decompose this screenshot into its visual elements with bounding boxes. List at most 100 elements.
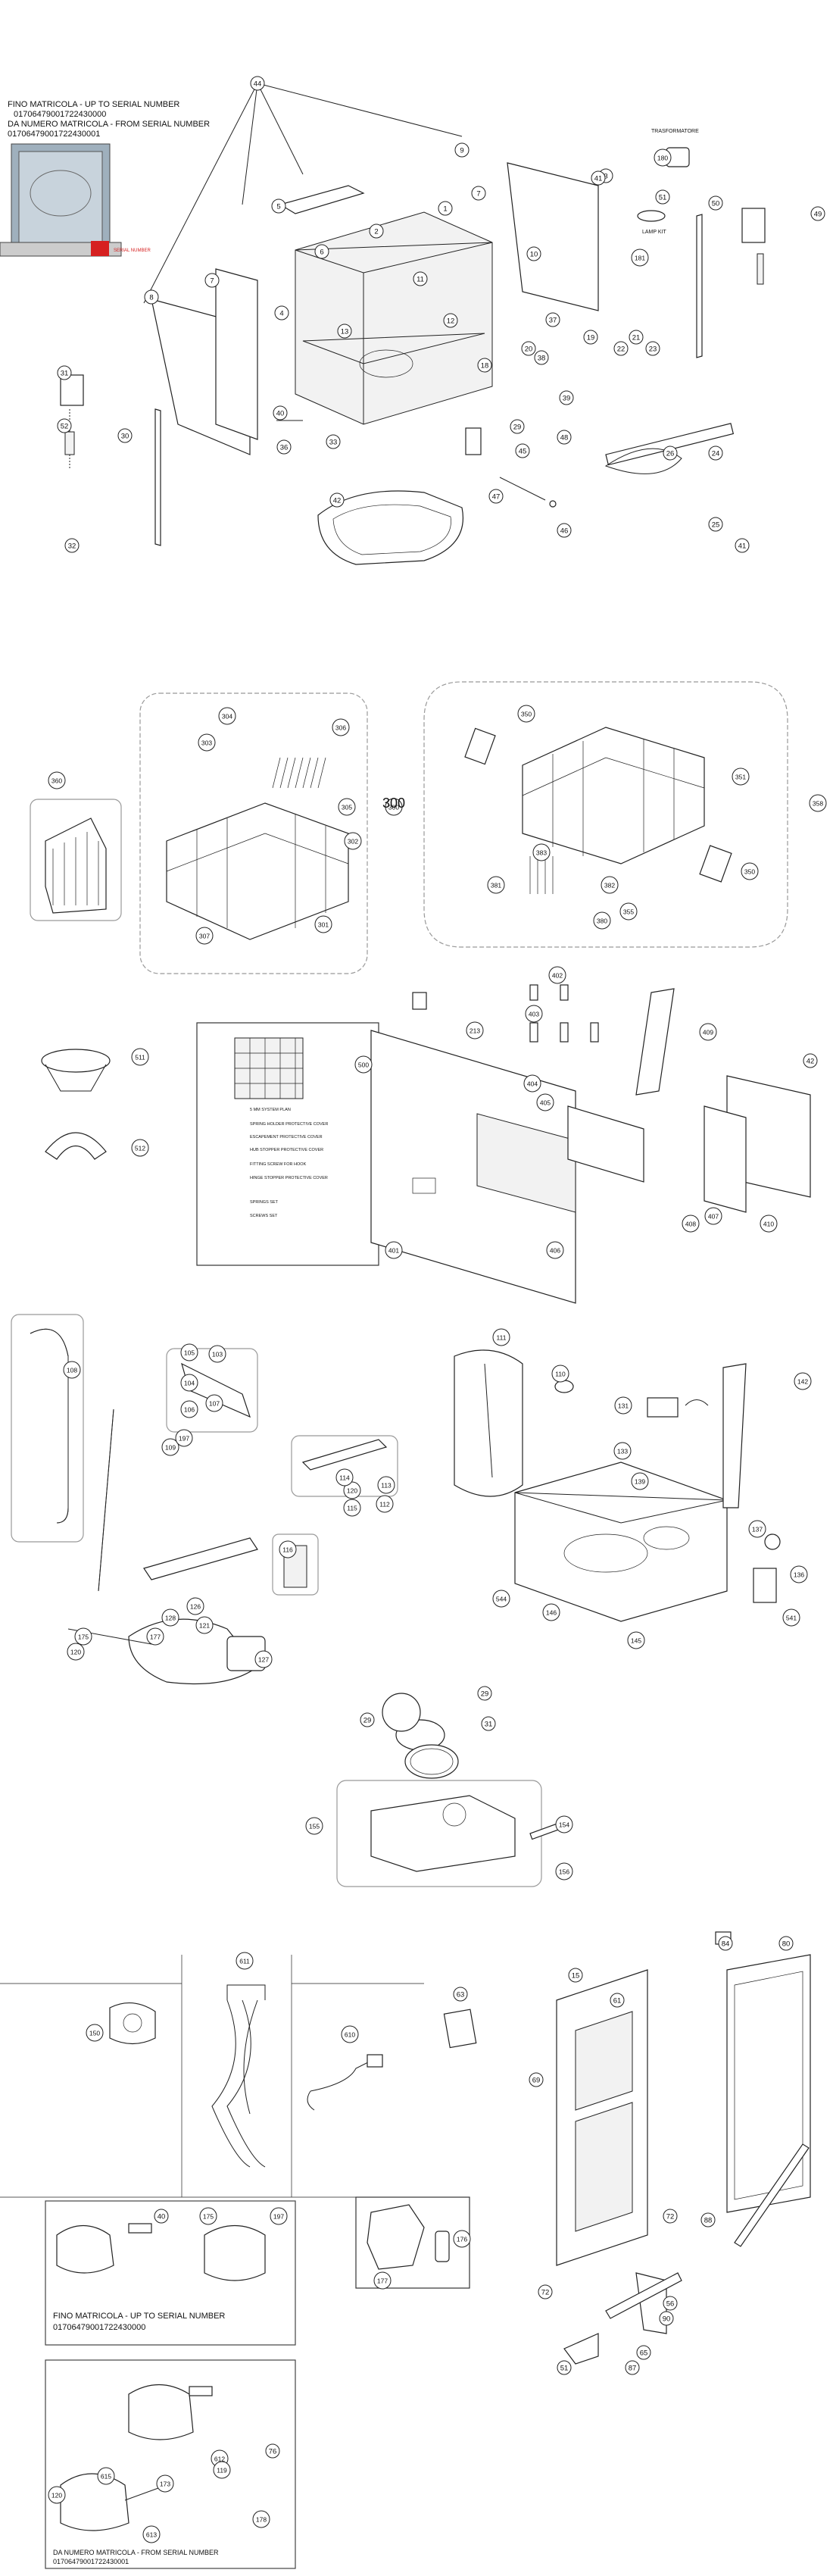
- callout-circle: [377, 1476, 395, 1494]
- callout-number: 25: [712, 521, 720, 530]
- callout-circle: [161, 1438, 179, 1456]
- sump-new: [128, 2384, 194, 2440]
- float-24: [604, 448, 682, 474]
- callout-circle: [655, 189, 670, 205]
- callout-circle: [305, 1817, 323, 1835]
- callout-number: 351: [735, 774, 746, 781]
- callout-circle: [454, 142, 470, 158]
- callout-circle: [654, 148, 672, 167]
- callout-circle: [748, 1520, 766, 1538]
- callout-number: 110: [555, 1371, 566, 1378]
- callout-number: 120: [347, 1487, 357, 1495]
- callout-number: 31: [61, 370, 69, 378]
- callout-number: 88: [704, 2217, 713, 2225]
- callout-circle: [413, 271, 428, 286]
- callout-number: 13: [341, 328, 349, 336]
- section-cabinet: SERIAL NUMBER TRASFORMATORE LAMP: [0, 83, 766, 565]
- callout-circle: [344, 832, 362, 850]
- callout-circle: [198, 733, 216, 752]
- callout-number: 301: [318, 921, 329, 929]
- callout-number: 611: [239, 1958, 250, 1965]
- callout-number: 38: [538, 355, 546, 363]
- callout-number: 511: [135, 1054, 145, 1061]
- callout-circle: [86, 2024, 104, 2042]
- callout-number: 120: [70, 1649, 81, 1656]
- section-control-panel: [41, 984, 811, 1304]
- callout-circle: [343, 1481, 361, 1499]
- callout-number: 23: [649, 345, 657, 354]
- callout-number: 65: [640, 2349, 648, 2358]
- callout-number: 541: [786, 1615, 797, 1622]
- trim-88: [734, 2143, 810, 2247]
- callout-number: 12: [447, 317, 455, 326]
- callout-number: 120: [51, 2492, 62, 2499]
- callout-number: 69: [532, 2077, 541, 2085]
- callout-number: 103: [212, 1351, 223, 1358]
- callout-circle: [180, 1400, 198, 1418]
- callout-circle: [545, 312, 560, 327]
- callout-circle: [645, 341, 660, 356]
- callout-number: 300: [388, 804, 399, 811]
- serial-note-upto-number: 01706479001722430000: [14, 110, 107, 119]
- transformer-label: TRASFORMATORE: [651, 129, 699, 134]
- callout-circle: [97, 2467, 115, 2485]
- upper-basket: [522, 727, 705, 864]
- clip-350b: [699, 845, 732, 883]
- callout-circle: [360, 1712, 375, 1727]
- section-hydraulics: [11, 1314, 781, 1887]
- callout-circle: [610, 1993, 625, 2008]
- callout-number: 405: [540, 1099, 551, 1107]
- callout-number: 10: [530, 251, 538, 259]
- callout-number: 31: [485, 1721, 493, 1729]
- seal-strip-49: [696, 214, 703, 358]
- callout-number: 6: [320, 249, 323, 257]
- callout-circle: [708, 195, 723, 211]
- callout-circle: [373, 2271, 392, 2290]
- callout-circle: [523, 1074, 541, 1093]
- tub-frame: [295, 211, 493, 425]
- callout-number: 613: [146, 2531, 157, 2539]
- callout-number: 512: [135, 1145, 145, 1152]
- callout-number: 44: [254, 80, 262, 89]
- callout-circle: [438, 201, 453, 216]
- callout-number: 40: [276, 410, 285, 418]
- callout-circle: [186, 1597, 204, 1615]
- callout-number: 90: [663, 2315, 671, 2324]
- callout-number: 5: [276, 203, 280, 211]
- callout-circle: [568, 1968, 583, 1983]
- callout-circle: [735, 538, 750, 553]
- callout-circle: [477, 358, 492, 373]
- callout-number: 382: [604, 882, 615, 889]
- callout-number: 47: [492, 493, 501, 502]
- callout-number: 108: [67, 1367, 77, 1374]
- callout-number: 128: [165, 1615, 176, 1622]
- legend-item: HUB STOPPER PROTECTIVE COVER: [250, 1148, 323, 1152]
- disc-133: [554, 1380, 574, 1393]
- callout-number: 197: [273, 2213, 284, 2221]
- callout-circle: [529, 2072, 544, 2087]
- callout-circle: [326, 434, 341, 449]
- callout-number: 115: [347, 1505, 357, 1512]
- callout-number: 131: [618, 1402, 629, 1410]
- callout-circle: [74, 1627, 92, 1646]
- lamp-label: LAMP KIT: [642, 230, 666, 235]
- callout-number: 197: [179, 1435, 189, 1443]
- callout-number: 500: [358, 1061, 369, 1069]
- callout-circle: [557, 523, 572, 538]
- callout-number: 112: [379, 1501, 390, 1508]
- callout-number: 46: [560, 527, 569, 536]
- tines-306: [272, 757, 326, 789]
- clip-512: [45, 1132, 107, 1160]
- callout-number: 150: [89, 2030, 100, 2037]
- callout-circle: [142, 2525, 161, 2543]
- callout-number: 37: [549, 317, 557, 325]
- callout-circle: [117, 428, 133, 443]
- legend-item: 5 MM SYSTEM PLAN: [250, 1108, 291, 1112]
- callout-circle: [803, 1053, 818, 1068]
- callout-circle: [453, 2230, 471, 2248]
- callout-number: 119: [217, 2467, 227, 2474]
- legend-item: ESCAPEMENT PROTECTIVE COVER: [250, 1135, 323, 1140]
- pump-45: [465, 427, 482, 455]
- callout-number: 360: [51, 777, 62, 785]
- seal-strip-50: [154, 408, 161, 546]
